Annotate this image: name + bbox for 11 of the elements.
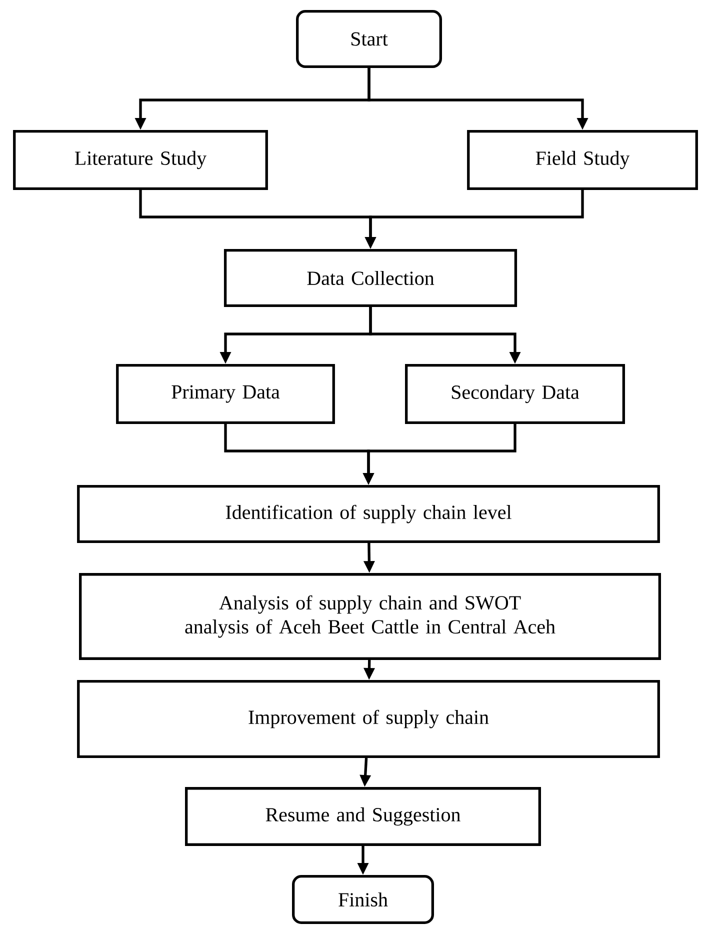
process-box: Improvement of supply chain xyxy=(77,680,660,758)
process-box: Field Study xyxy=(467,130,698,190)
process-box: Data Collection xyxy=(224,249,518,307)
process-box: Identification of supply chain level xyxy=(77,485,660,543)
process-box: Primary Data xyxy=(116,364,335,424)
process-box: Secondary Data xyxy=(405,364,625,424)
terminal-box: Finish xyxy=(292,874,434,924)
terminal-box: Start xyxy=(296,10,442,68)
process-box: Resume and Suggestion xyxy=(185,787,541,846)
process-box: Literature Study xyxy=(13,130,268,190)
process-box: Analysis of supply chain and SWOT analysis of Aceh Beet Cattle in Central Aceh xyxy=(79,573,661,660)
